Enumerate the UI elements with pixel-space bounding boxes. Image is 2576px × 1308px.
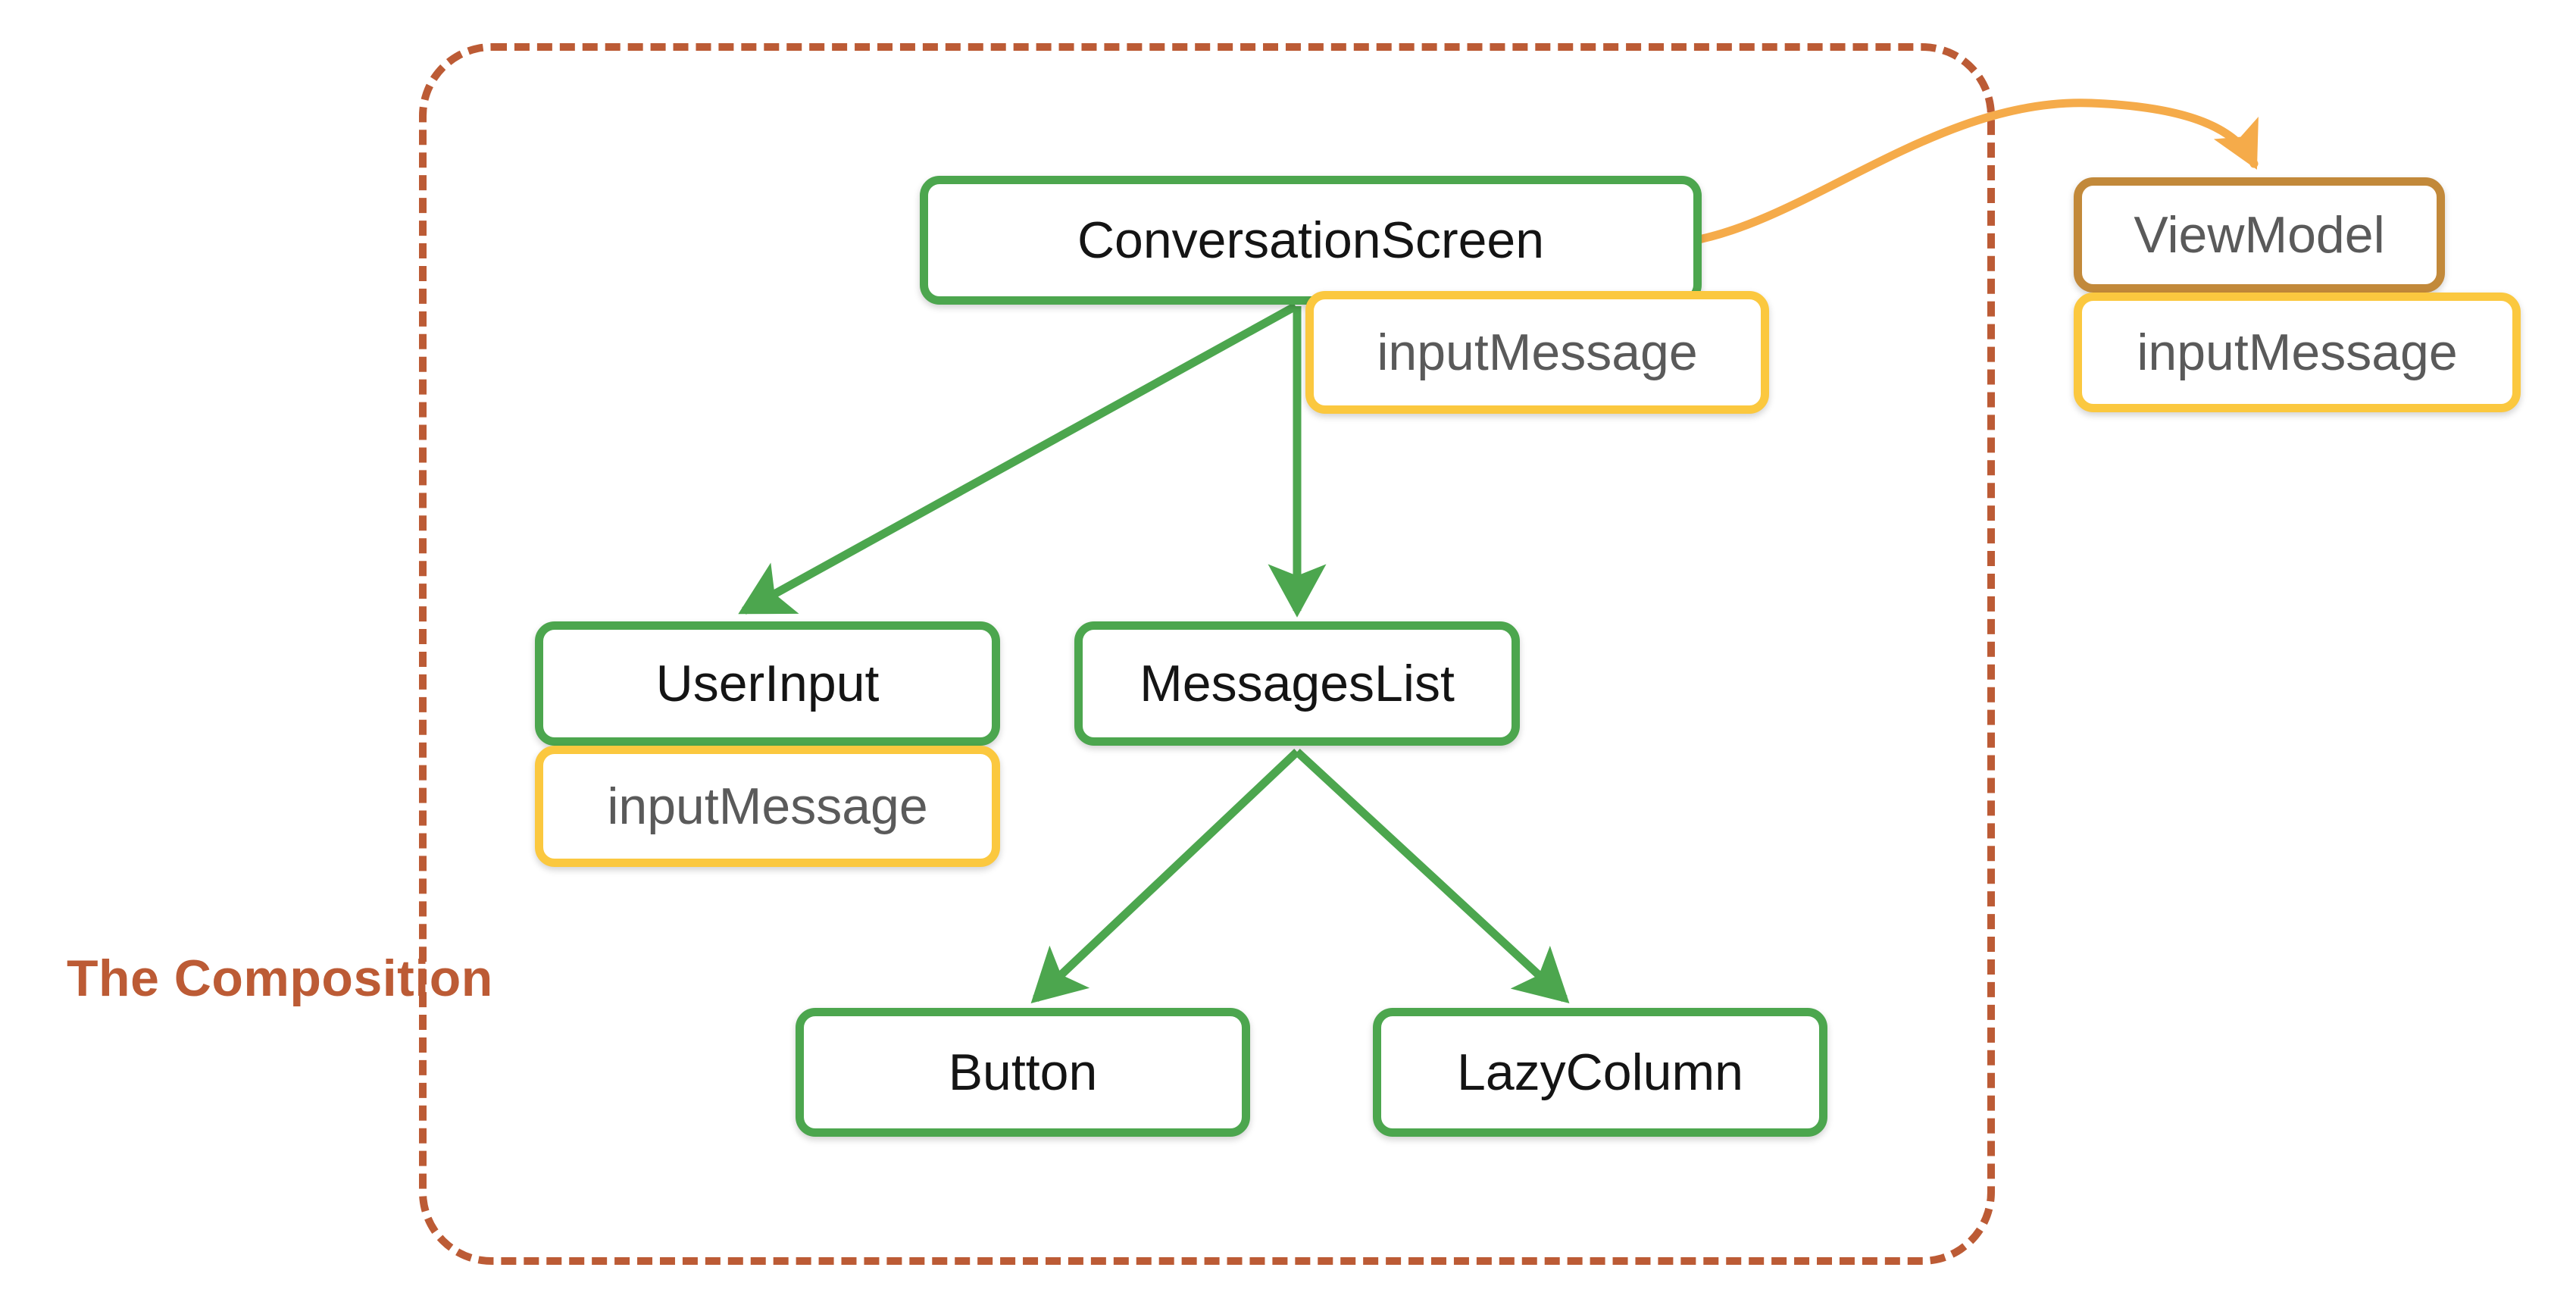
node-input-message-userinput[interactable]: inputMessage: [535, 746, 1000, 867]
node-button[interactable]: Button: [796, 1008, 1250, 1137]
node-input-message-viewmodel[interactable]: inputMessage: [2074, 293, 2521, 412]
node-label: MessagesList: [1140, 655, 1455, 712]
composition-label: The Composition: [67, 950, 493, 1007]
node-label: inputMessage: [607, 778, 928, 835]
node-conversation-screen[interactable]: ConversationScreen: [920, 176, 1702, 305]
node-label: inputMessage: [1377, 324, 1698, 381]
node-input-message-screen[interactable]: inputMessage: [1305, 291, 1769, 414]
node-label: Button: [948, 1044, 1098, 1101]
node-label: inputMessage: [2137, 324, 2458, 381]
node-label: UserInput: [655, 655, 880, 712]
node-user-input[interactable]: UserInput: [535, 621, 1000, 746]
edge-conversationscreen-viewmodel: [1687, 99, 2259, 246]
node-label: ConversationScreen: [1077, 211, 1545, 269]
edge-messageslist-button: [1030, 749, 1300, 1004]
edge-conversationscreen-userinput: [738, 302, 1298, 615]
node-view-model[interactable]: ViewModel: [2074, 177, 2445, 293]
node-messages-list[interactable]: MessagesList: [1074, 621, 1520, 746]
edge-messageslist-lazycolumn: [1294, 748, 1570, 1003]
node-label: ViewModel: [2134, 206, 2385, 264]
node-label: LazyColumn: [1457, 1044, 1743, 1101]
node-lazy-column[interactable]: LazyColumn: [1373, 1008, 1827, 1137]
